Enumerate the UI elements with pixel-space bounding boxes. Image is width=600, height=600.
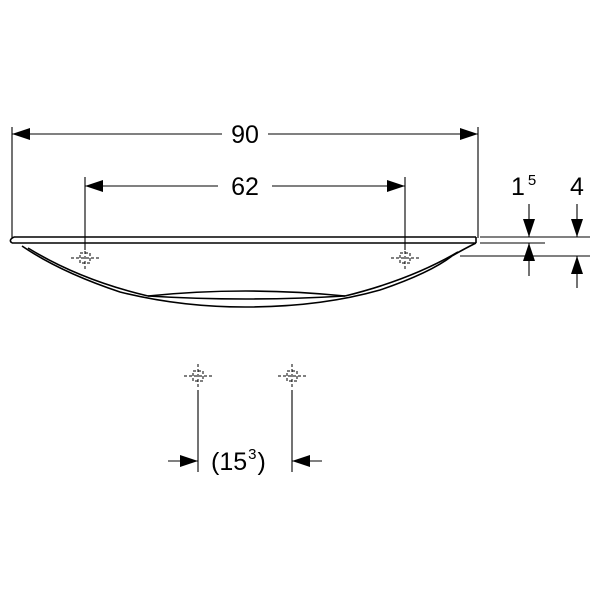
- dimension-overall-width: 90: [11, 121, 479, 238]
- basin-profile: [9, 236, 477, 308]
- arrow-up-icon: [571, 256, 583, 274]
- hole-outline: [79, 252, 91, 264]
- bowl-inner-right-curve: [344, 251, 459, 297]
- arrow-hole-left-icon: [85, 180, 103, 192]
- mounting-hole-right: [391, 246, 419, 270]
- drain-platform-top: [147, 290, 346, 297]
- arrow-right-icon: [180, 455, 198, 467]
- bottom-spacing-close: ): [257, 448, 265, 476]
- bottom-spacing-superscript: 3: [248, 446, 256, 463]
- rim-thickness-superscript: 5: [528, 172, 536, 189]
- arrow-left-icon: [292, 455, 310, 467]
- arrow-down-icon: [523, 219, 535, 237]
- dimension-bottom-spacing: (153): [168, 446, 322, 476]
- arrow-right-icon: [460, 128, 478, 140]
- hole-spacing-label: 62: [231, 173, 259, 201]
- hole-outline: [286, 370, 298, 382]
- dimension-hole-spacing: 62: [84, 173, 406, 250]
- arrow-up-icon: [523, 243, 535, 261]
- hole-outline: [192, 370, 204, 382]
- bottom-spacing-open: (15: [211, 448, 247, 476]
- drain-platform-bottom: [147, 295, 346, 300]
- bottom-spacing-label: (153): [211, 446, 266, 476]
- rim-thickness-base: 1: [511, 173, 525, 201]
- total-height-label: 4: [570, 173, 584, 201]
- arrow-left-icon: [12, 128, 30, 140]
- bowl-outer-curve: [21, 245, 453, 308]
- hole-outline: [399, 252, 411, 264]
- arrow-down-icon: [571, 219, 583, 237]
- mounting-hole-left: [71, 246, 99, 270]
- bottom-hole-left: [184, 364, 212, 472]
- rim-left-end: [9, 236, 15, 244]
- bowl-inner-left-curve: [27, 247, 149, 297]
- bottom-hole-right: [278, 364, 306, 472]
- arrow-hole-right-icon: [387, 180, 405, 192]
- overall-width-label: 90: [231, 121, 259, 149]
